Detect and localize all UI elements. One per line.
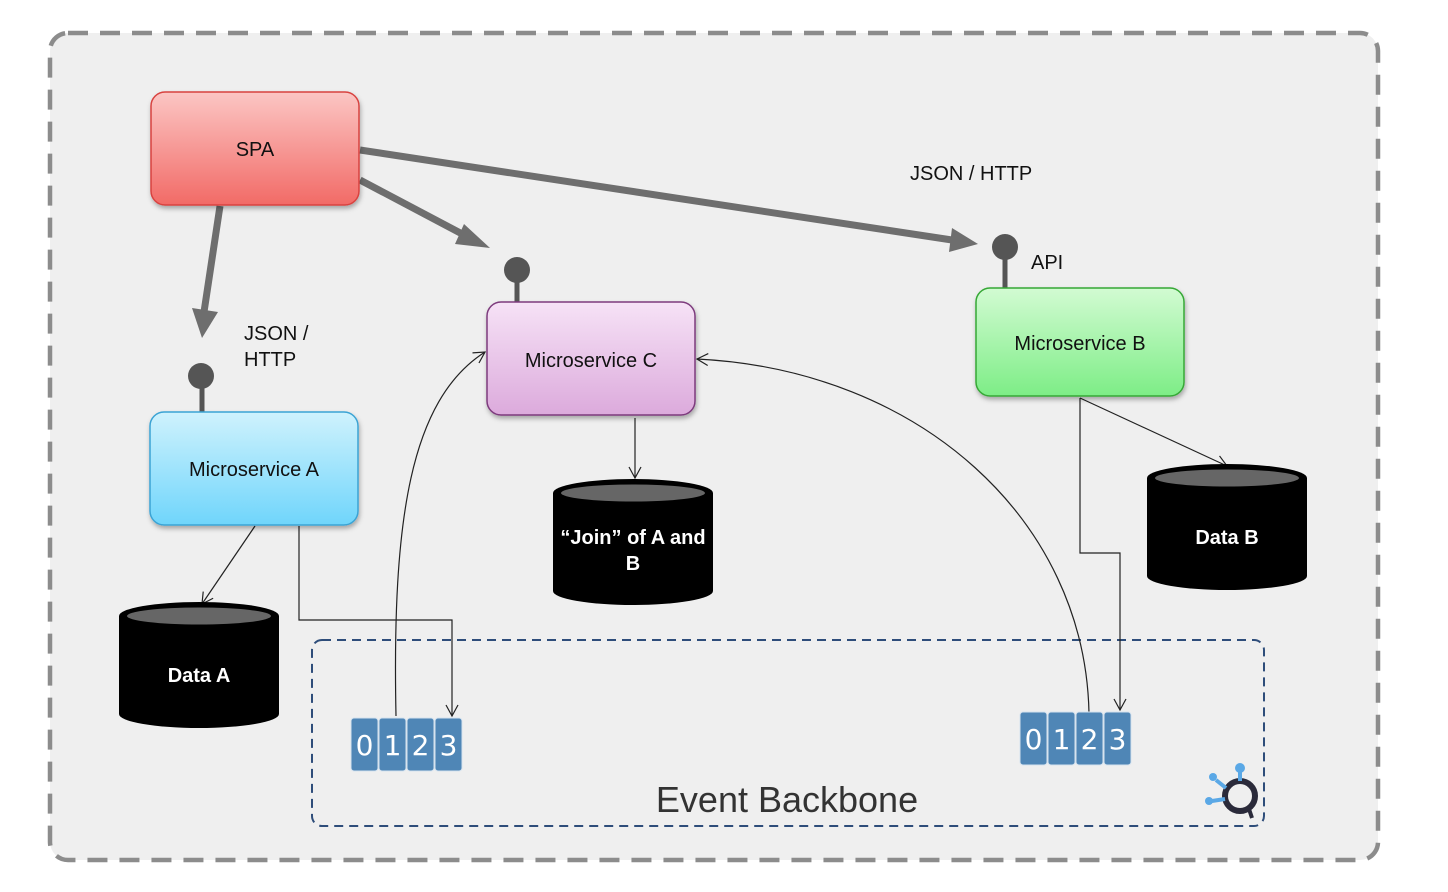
join-label-line1: “Join” of A and	[560, 527, 705, 549]
microservice-a-label: Microservice A	[189, 459, 320, 481]
event-backbone-title: Event Backbone	[656, 779, 918, 820]
event-streams-logo-icon	[1205, 763, 1258, 819]
topic-a-partition-label: 2	[412, 729, 430, 762]
outer-container	[47, 30, 1381, 863]
topic-a-partition-2: 2	[406, 717, 435, 772]
microservice-c-node: Microservice C	[486, 301, 696, 416]
microservice-a-node: Microservice A	[149, 411, 359, 526]
microservice-b-label: Microservice B	[1014, 333, 1145, 355]
data-b-label: Data B	[1195, 527, 1258, 549]
json-http-label-line2: HTTP	[244, 349, 296, 371]
topic-a-partition-label: 0	[356, 729, 374, 762]
join-database: “Join” of A and B	[553, 479, 713, 605]
topic-b-partition-label: 0	[1025, 723, 1043, 756]
topic-b-partition-1: 1	[1047, 711, 1076, 766]
data-a-label: Data A	[168, 665, 231, 687]
microservice-b-node: Microservice B	[975, 287, 1185, 397]
topic-a-partition-label: 3	[440, 729, 458, 762]
topic-b-partition-2: 2	[1075, 711, 1104, 766]
spa-connections	[192, 146, 978, 338]
topic-b-partition-3: 3	[1103, 711, 1132, 766]
api-label: API	[1031, 252, 1063, 274]
topic-a-partition-3: 3	[434, 717, 463, 772]
topic-b-partition-label: 3	[1109, 723, 1127, 756]
microservice-c-label: Microservice C	[525, 350, 657, 372]
topic-b-partition-label: 2	[1081, 723, 1099, 756]
topic-b-partition-label: 1	[1053, 723, 1071, 756]
join-label-line2: B	[626, 553, 640, 575]
topic-a-partition-1: 1	[378, 717, 407, 772]
topic-b-partition-0: 0	[1019, 711, 1048, 766]
data-flow-connections	[201, 351, 1229, 718]
topic-a-partition-0: 0	[350, 717, 379, 772]
spa-node: SPA	[150, 91, 360, 206]
api-endpoint-icon	[504, 257, 530, 302]
data-b-database: Data B	[1147, 464, 1307, 590]
topic-a-partition-label: 1	[384, 729, 402, 762]
json-http-label: JSON / HTTP	[910, 163, 1032, 185]
json-http-label-line1: JSON /	[244, 323, 309, 345]
event-backbone-container	[311, 639, 1265, 827]
api-endpoint-icon	[188, 363, 214, 412]
data-a-database: Data A	[119, 602, 279, 728]
spa-label: SPA	[236, 139, 275, 161]
api-endpoint-icon	[992, 234, 1018, 288]
